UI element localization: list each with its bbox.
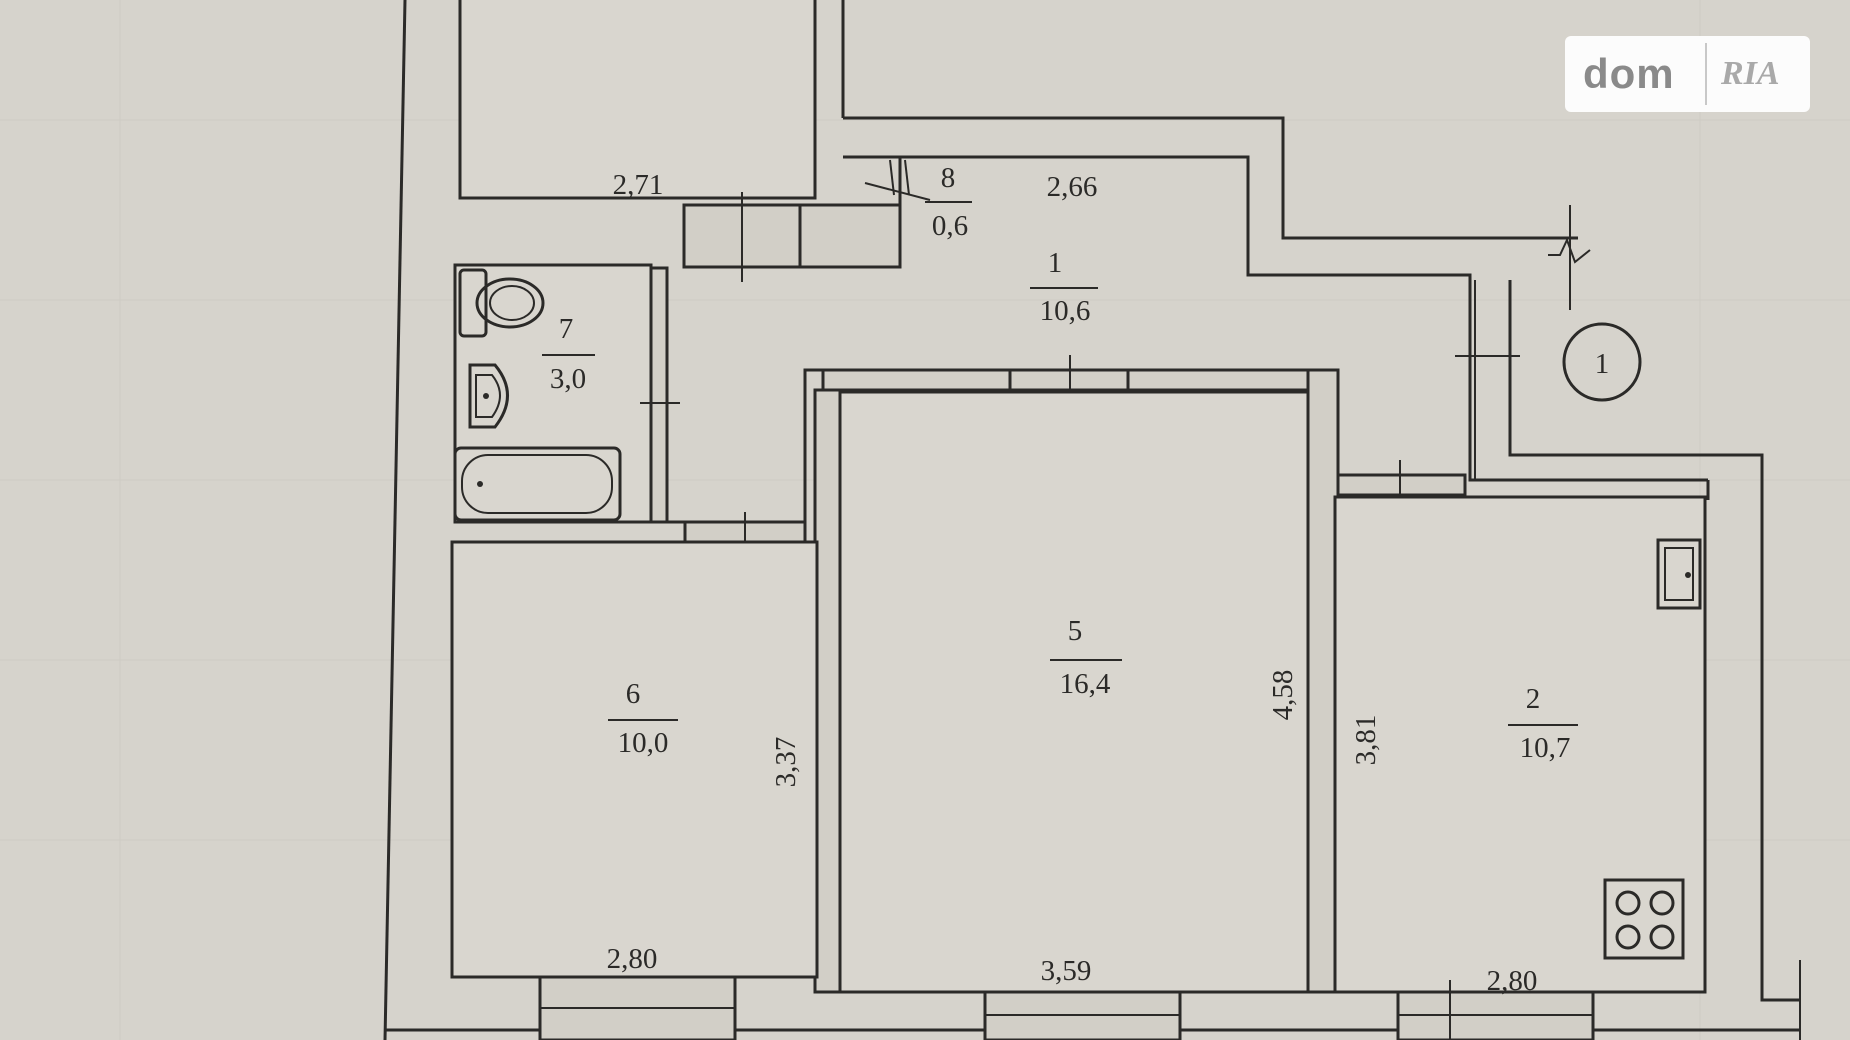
stove-icon xyxy=(1603,878,1685,960)
kitchen-sink-icon xyxy=(1656,538,1702,610)
dimension-2-80-left: 2,80 xyxy=(607,943,658,975)
bathroom-wall xyxy=(649,266,669,524)
room-top-left xyxy=(458,0,817,200)
doorway-top xyxy=(682,203,902,269)
outer-walls xyxy=(383,0,1800,1040)
room-8-label: 8 0,6 xyxy=(925,162,972,242)
watermark-dom: dom xyxy=(1583,50,1675,97)
room-5-right-wall xyxy=(1306,368,1340,994)
dimension-2-80-right: 2,80 xyxy=(1487,965,1538,997)
bottom-wall xyxy=(385,960,1801,1040)
room-2-area: 10,7 xyxy=(1520,732,1571,764)
watermark-ria: RIA xyxy=(1721,55,1780,92)
watermark-divider xyxy=(1705,43,1707,105)
dimension-3-59: 3,59 xyxy=(1041,955,1092,987)
toilet-icon xyxy=(458,268,545,338)
dimension-4-58: 4,58 xyxy=(1267,670,1299,721)
entrance-marker-label: 1 xyxy=(1595,348,1610,380)
door-room2 xyxy=(1336,473,1467,497)
room-7-label: 7 3,0 xyxy=(542,313,595,395)
room-8-area: 0,6 xyxy=(932,210,968,242)
dimension-2-66: 2,66 xyxy=(1047,171,1098,203)
room-5-label: 5 16,4 xyxy=(1050,615,1122,700)
room-6-number: 6 xyxy=(626,678,641,710)
room-2-label: 2 10,7 xyxy=(1508,683,1578,764)
bathtub-icon xyxy=(453,446,622,522)
entrance-marker-circle xyxy=(1562,322,1642,402)
domria-watermark: dom RIA xyxy=(1565,36,1810,112)
room-5 xyxy=(838,390,1310,994)
dimension-2-71: 2,71 xyxy=(613,169,664,201)
room-2-number: 2 xyxy=(1526,683,1541,715)
dimension-3-81: 3,81 xyxy=(1350,715,1382,766)
room-1-area: 10,6 xyxy=(1040,295,1091,327)
room-6-label: 6 10,0 xyxy=(608,678,678,759)
room-6-area: 10,0 xyxy=(618,727,669,759)
room-2-kitchen xyxy=(1333,495,1707,994)
room-1-number: 1 xyxy=(1048,247,1063,279)
room-8-number: 8 xyxy=(941,162,956,194)
room-7-number: 7 xyxy=(559,313,574,345)
room-1-label: 1 10,6 xyxy=(1030,247,1098,327)
sink-icon xyxy=(468,363,509,429)
room-5-area: 16,4 xyxy=(1060,668,1111,700)
room-6 xyxy=(450,540,819,979)
room-5-left-wall xyxy=(813,388,842,994)
room-7-bathroom xyxy=(453,263,653,524)
dimension-3-37: 3,37 xyxy=(770,737,802,788)
room-5-number: 5 xyxy=(1068,615,1083,647)
room-7-area: 3,0 xyxy=(550,363,586,395)
